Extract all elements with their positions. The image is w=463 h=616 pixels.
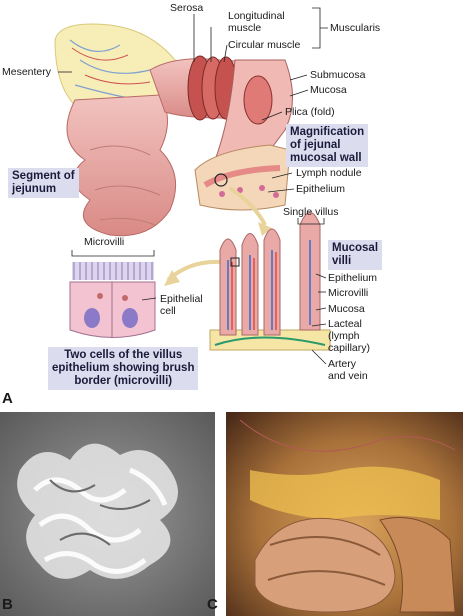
panel-b-label: B: [2, 596, 13, 613]
segment-line-2: jejunum: [12, 183, 57, 195]
microvilli-label: Microvilli: [84, 236, 125, 248]
segment-line-1: Segment of: [12, 170, 75, 182]
panel-c-label: C: [207, 596, 218, 613]
artery-label-2: and vein: [328, 370, 368, 382]
lacteal-label-3: capillary): [328, 342, 371, 354]
panel-a-label: A: [2, 390, 13, 407]
lacteal-label-2: (lymph: [328, 330, 360, 342]
longitudinal-label-2: muscle: [228, 22, 262, 34]
epithelial-cell-label-2: cell: [160, 305, 176, 317]
epithelial-cells: [69, 262, 156, 338]
longitudinal-label-1: Longitudinal: [228, 10, 285, 22]
leader-lines: [58, 7, 328, 365]
circular-muscle-label: Circular muscle: [228, 39, 301, 51]
two-cells-box: Two cells of the villus epithelium showi…: [48, 347, 199, 390]
mucosa-label: Mucosa: [310, 84, 347, 96]
mucosal-villi-line-2: villi: [332, 255, 352, 267]
magnification-line-3: mucosal wall: [290, 152, 362, 164]
xray-image: [0, 412, 215, 616]
serosa-label: Serosa: [170, 2, 204, 14]
two-cells-line-2: epithelium showing brush: [52, 362, 195, 374]
epithelium-label: Epithelium: [296, 183, 346, 195]
mucosal-villi-box: Mucosal villi: [328, 240, 383, 270]
villi: [209, 212, 331, 351]
muscularis-label: Muscularis: [330, 22, 381, 34]
magnification-line-2: of jejunal: [290, 139, 341, 151]
endoscopy-image: [226, 412, 463, 616]
mesentery-label: Mesentery: [2, 66, 52, 78]
magnification-box: Magnification of jejunal mucosal wall: [286, 124, 369, 167]
artery-label-1: Artery: [328, 358, 357, 370]
epithelium-villus-label: Epithelium: [328, 272, 378, 284]
mucosa-villus-label: Mucosa: [328, 303, 365, 315]
epithelial-cell-label-1: Epithelial: [160, 293, 203, 305]
jejunal-wall-section: [194, 59, 293, 211]
two-cells-line-3: border (microvilli): [74, 375, 173, 387]
lacteal-label-1: Lacteal: [328, 318, 362, 330]
magnification-line-1: Magnification: [290, 126, 365, 138]
submucosa-label: Submucosa: [310, 69, 366, 81]
single-villus-label: Single villus: [283, 206, 339, 218]
microvilli-villus-label: Microvilli: [328, 287, 369, 299]
mucosal-villi-line-1: Mucosal: [332, 242, 379, 254]
two-cells-line-1: Two cells of the villus: [64, 349, 183, 361]
segment-box: Segment of jejunum: [8, 168, 79, 198]
lymph-nodule-label: Lymph nodule: [296, 167, 362, 179]
plica-label: Plica (fold): [285, 106, 335, 118]
